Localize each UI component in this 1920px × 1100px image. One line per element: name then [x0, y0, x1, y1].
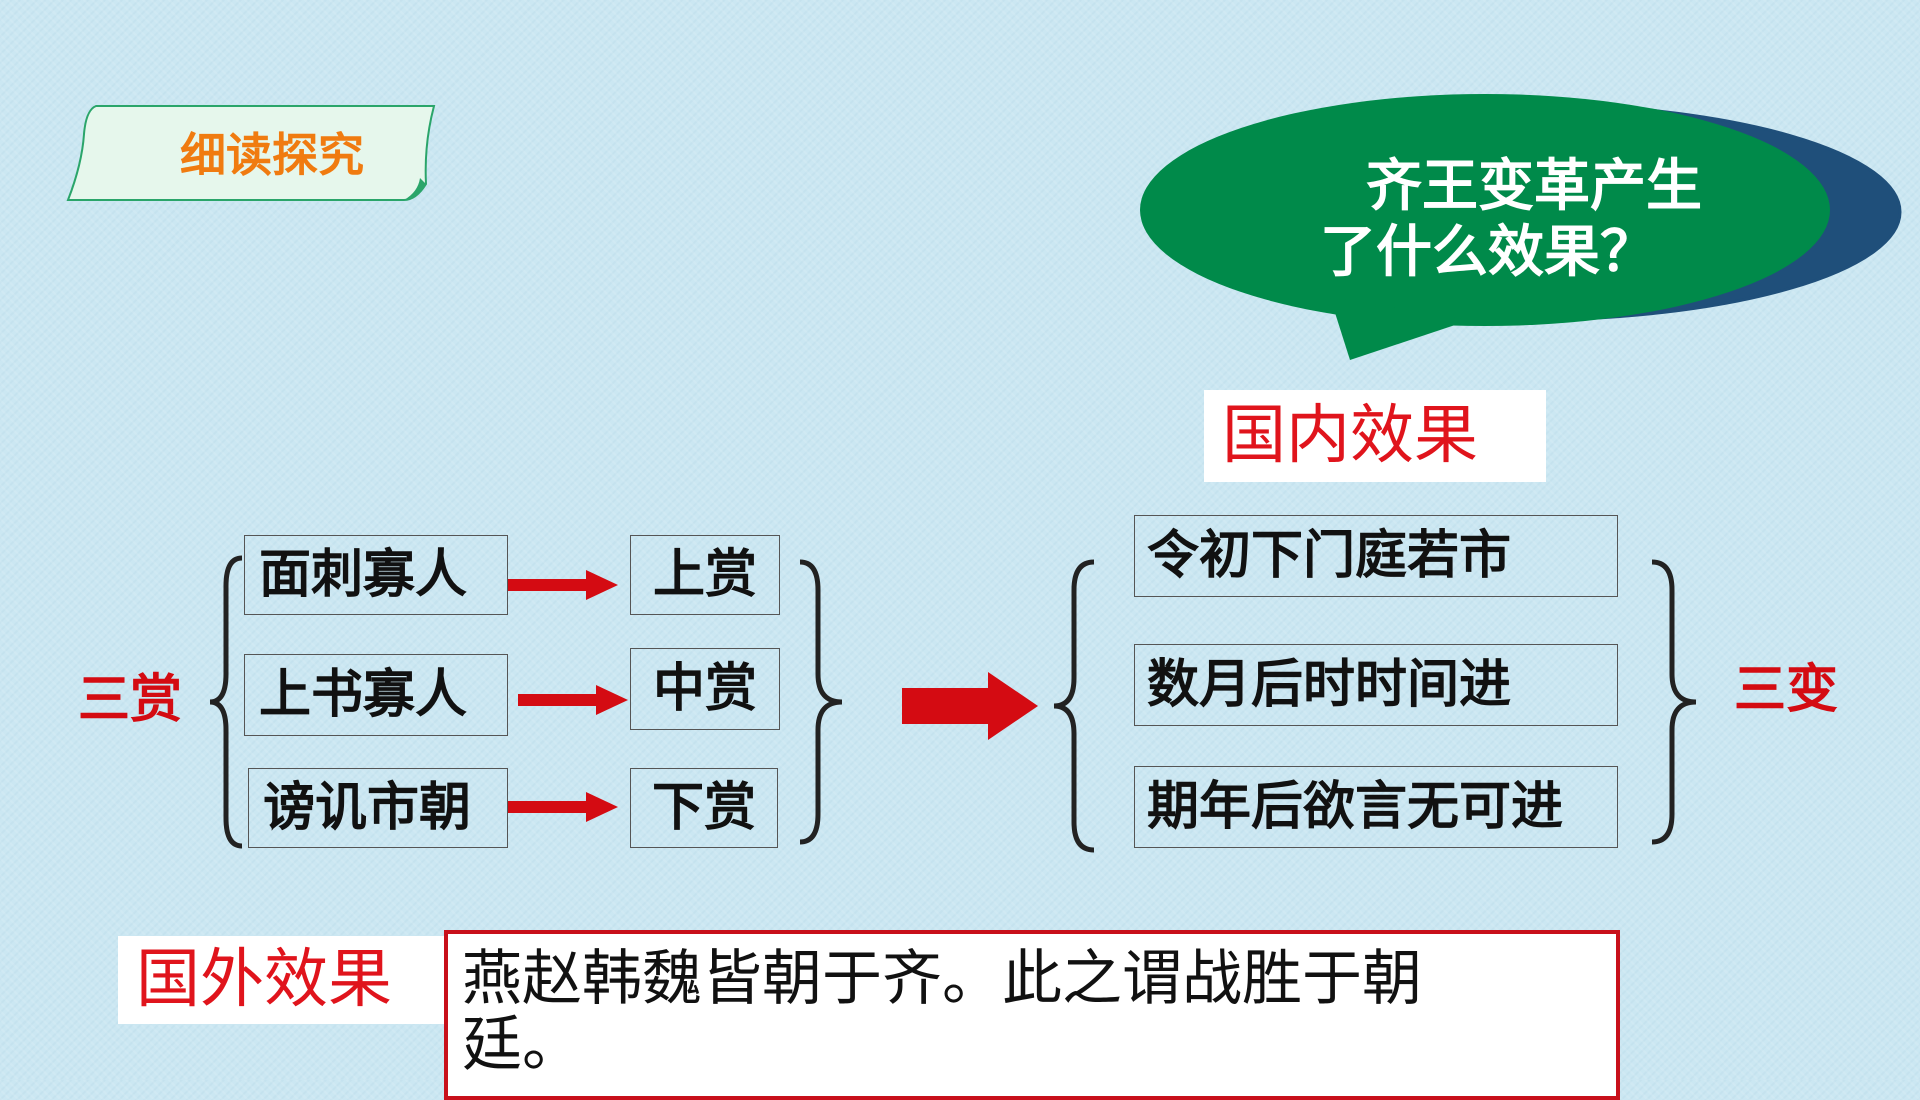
foreign-effect-text-line-1: 燕赵韩魏皆朝于齐。此之谓战胜于朝 [462, 944, 1422, 1014]
action-box-1: 面刺寡人 [244, 535, 508, 615]
foreign-effect-textbox: 燕赵韩魏皆朝于齐。此之谓战胜于朝 廷。 [444, 930, 1620, 1100]
left-brace-icon [209, 555, 243, 849]
action-box-3: 谤讥市朝 [248, 768, 508, 848]
foreign-effect-text-line-2: 廷。 [462, 1010, 582, 1080]
result-box-3: 期年后欲言无可进 [1134, 766, 1618, 848]
section-tab-shape [66, 105, 436, 201]
reward-box-3: 下赏 [630, 768, 778, 848]
reward-box-2: 中赏 [630, 648, 780, 730]
bubble-question: 齐王变革产生 了什么效果？ [1320, 154, 1702, 286]
result-box-2: 数月后时时间进 [1134, 644, 1618, 726]
action-box-2: 上书寡人 [244, 654, 508, 736]
big-arrow-right-icon [902, 672, 1038, 740]
bubble-line-1: 齐王变革产生 [1366, 154, 1702, 219]
arrow-right-icon [508, 792, 618, 822]
result-box-1: 令初下门庭若市 [1134, 515, 1618, 597]
foreign-effect-label: 国外效果 [118, 936, 450, 1024]
three-rewards-label: 三赏 [78, 670, 183, 730]
three-changes-label: 三变 [1734, 660, 1839, 720]
section-tab-label: 细读探究 [180, 128, 364, 182]
arrow-right-icon [508, 570, 618, 600]
left-brace-icon [1053, 559, 1095, 853]
right-brace-icon [1651, 559, 1697, 845]
right-brace-icon [799, 559, 843, 845]
bubble-line-2: 了什么效果？ [1320, 220, 1656, 285]
domestic-effect-label: 国内效果 [1204, 390, 1546, 482]
speech-bubble [1140, 94, 1902, 360]
reward-box-1: 上赏 [630, 535, 780, 615]
arrow-right-icon [518, 685, 628, 715]
